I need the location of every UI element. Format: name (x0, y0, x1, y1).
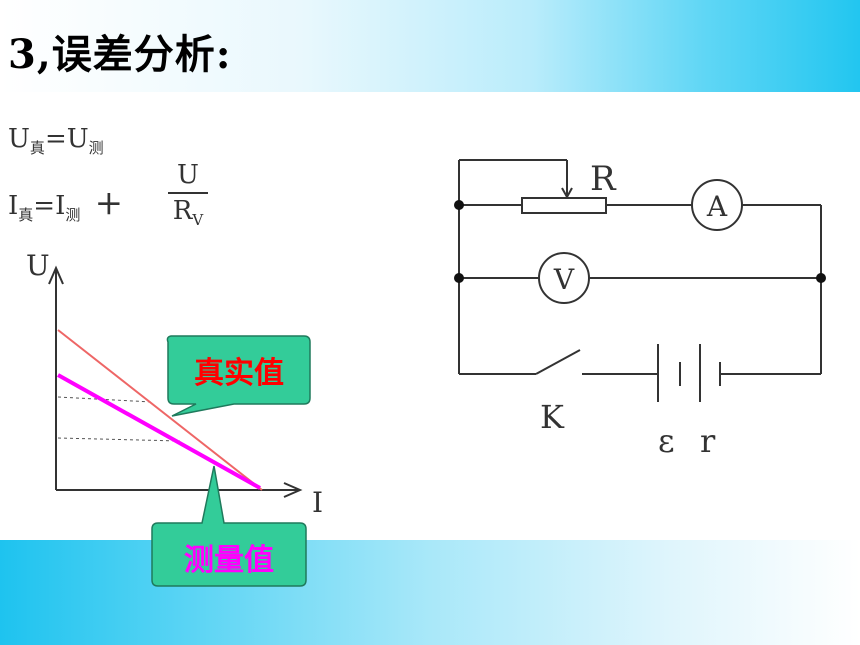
switch-label: K (540, 398, 565, 436)
measured-value-callout (151, 465, 307, 587)
formula2-eq: = (33, 191, 56, 221)
x-axis-arrow (283, 482, 303, 498)
formula2-plus: + (94, 183, 124, 223)
slide-title: 3,误差分析: (8, 31, 232, 78)
rheostat (521, 197, 607, 214)
emf-label: ε (658, 422, 675, 460)
x-axis-label: I (312, 486, 323, 519)
fraction-den-sub: V (192, 211, 204, 230)
formula-voltage: U真=U测 (8, 124, 104, 158)
dashed-guide-upper (57, 396, 153, 403)
formula1-rhs-sub: 测 (88, 139, 104, 158)
y-axis-label: U (26, 249, 50, 282)
formula1-eq: = (44, 124, 67, 154)
true-value-text: 真实值 (194, 356, 284, 391)
formula-fraction: U RV (168, 160, 208, 235)
dashed-guide-lower (57, 437, 181, 442)
formula1-rhs: U (66, 124, 89, 154)
ui-graph: U I (26, 249, 323, 587)
true-value-line (57, 329, 263, 491)
circuit-junctions (454, 200, 826, 283)
formula2-lhs-sub: 真 (18, 206, 34, 225)
junction-mid-left (454, 273, 464, 283)
formula2-lhs: I (8, 191, 19, 221)
header-band (0, 0, 860, 92)
circuit-diagram (458, 159, 822, 402)
fraction-denominator: RV (168, 196, 208, 235)
measured-value-line (57, 373, 261, 490)
junction-mid-right (816, 273, 826, 283)
formula1-lhs: U (8, 124, 30, 154)
fraction-numerator: U (177, 160, 199, 190)
ammeter-label: A (706, 190, 728, 223)
voltmeter-label: V (553, 263, 575, 296)
rheostat-label: R (590, 159, 617, 199)
formula2-rhs-sub: 测 (65, 206, 81, 225)
circuit-labels: R A V K ε r (540, 159, 728, 460)
footer-band (0, 540, 860, 645)
switch-blade (535, 349, 581, 375)
resistance-label: r (700, 422, 716, 460)
formula1-lhs-sub: 真 (29, 139, 45, 158)
fraction-bar (168, 192, 208, 194)
true-value-callout (166, 335, 311, 417)
junction-top-left (454, 200, 464, 210)
formula-current: I真=I测 + (8, 183, 123, 225)
measured-value-text: 测量值 (184, 543, 274, 578)
fraction-den-letter: R (172, 196, 193, 226)
formula2-rhs: I (55, 191, 66, 221)
y-axis-arrow (48, 265, 64, 285)
